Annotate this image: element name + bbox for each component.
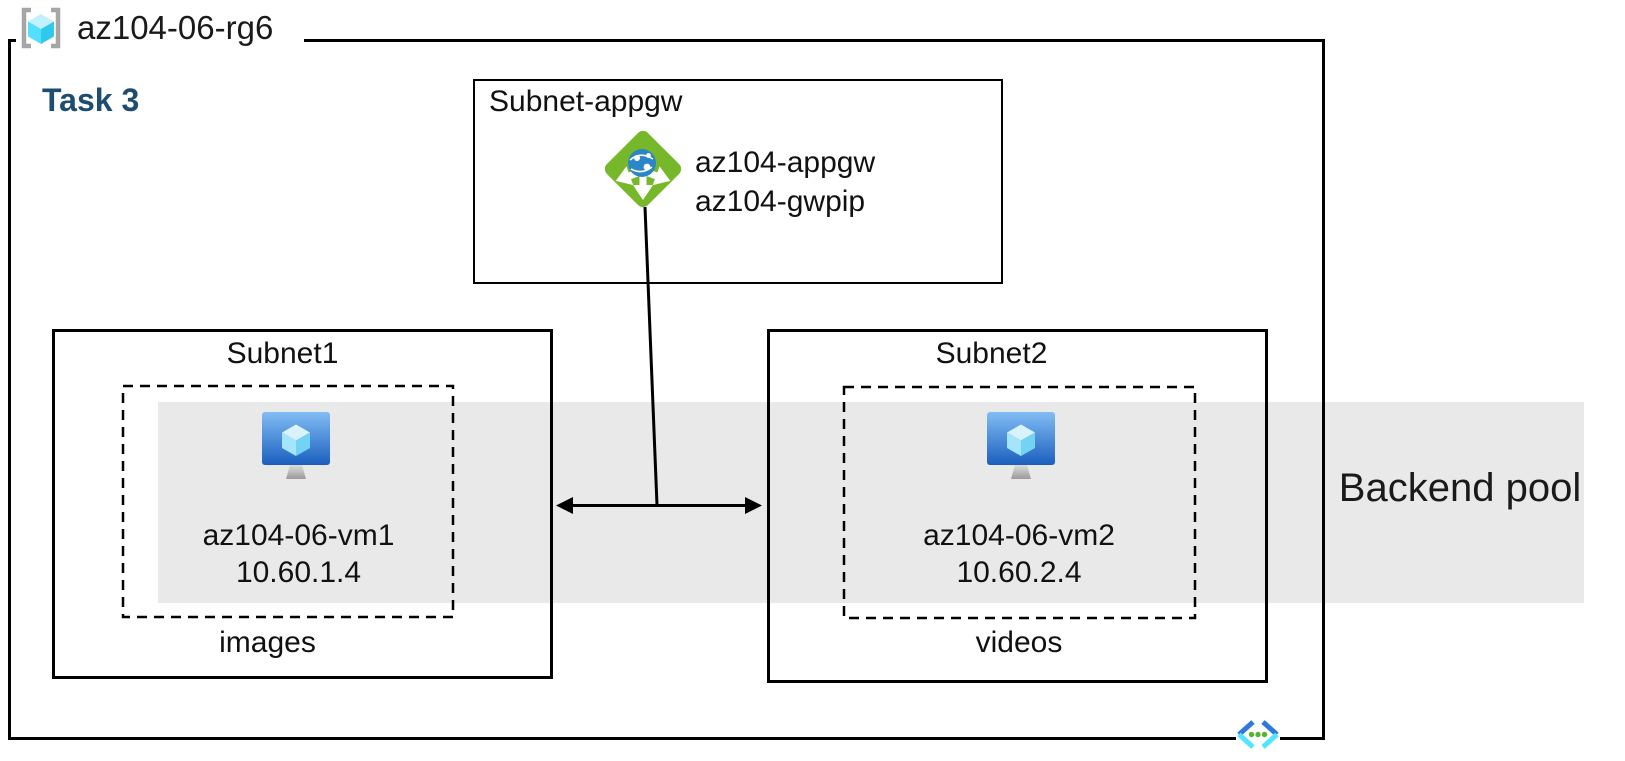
- application-gateway-icon: [604, 130, 682, 208]
- backend-pool-label: Backend pool: [1338, 466, 1582, 510]
- images-label: images: [219, 626, 316, 659]
- vm1-ip-label: 10.60.1.4: [235, 556, 362, 589]
- task-label: Task 3: [42, 82, 140, 118]
- appgw-labels: az104-appgw az104-gwpip: [695, 143, 875, 221]
- subnet2-label: Subnet2: [935, 337, 1048, 370]
- videos-label: videos: [975, 626, 1063, 659]
- vm2-name-label: az104-06-vm2: [923, 519, 1115, 552]
- subnet1-box: [52, 329, 553, 679]
- vm2-virtual-machine-icon: [987, 412, 1055, 479]
- resource-group-icon: [21, 7, 61, 49]
- resource-group-label: az104-06-rg6: [77, 9, 274, 46]
- subnet2-box: [767, 329, 1268, 683]
- subnet1-label: Subnet1: [226, 337, 339, 370]
- resource-group-box: [8, 39, 1325, 740]
- vm2-ip-label: 10.60.2.4: [956, 556, 1082, 589]
- resource-group-header: az104-06-rg6: [18, 5, 284, 51]
- appgw-subnet-box: [473, 79, 1003, 284]
- appgw-subnet-label: Subnet-appgw: [489, 85, 683, 118]
- vm2-labels: az104-06-vm2 10.60.2.4: [843, 517, 1195, 591]
- virtual-network-icon: [1237, 720, 1279, 749]
- appgw-name-label: az104-appgw: [695, 146, 876, 179]
- vm1-name-label: az104-06-vm1: [202, 519, 395, 552]
- vm1-labels: az104-06-vm1 10.60.1.4: [133, 517, 464, 591]
- appgw-pip-label: az104-gwpip: [695, 185, 866, 218]
- vm1-virtual-machine-icon: [262, 412, 330, 479]
